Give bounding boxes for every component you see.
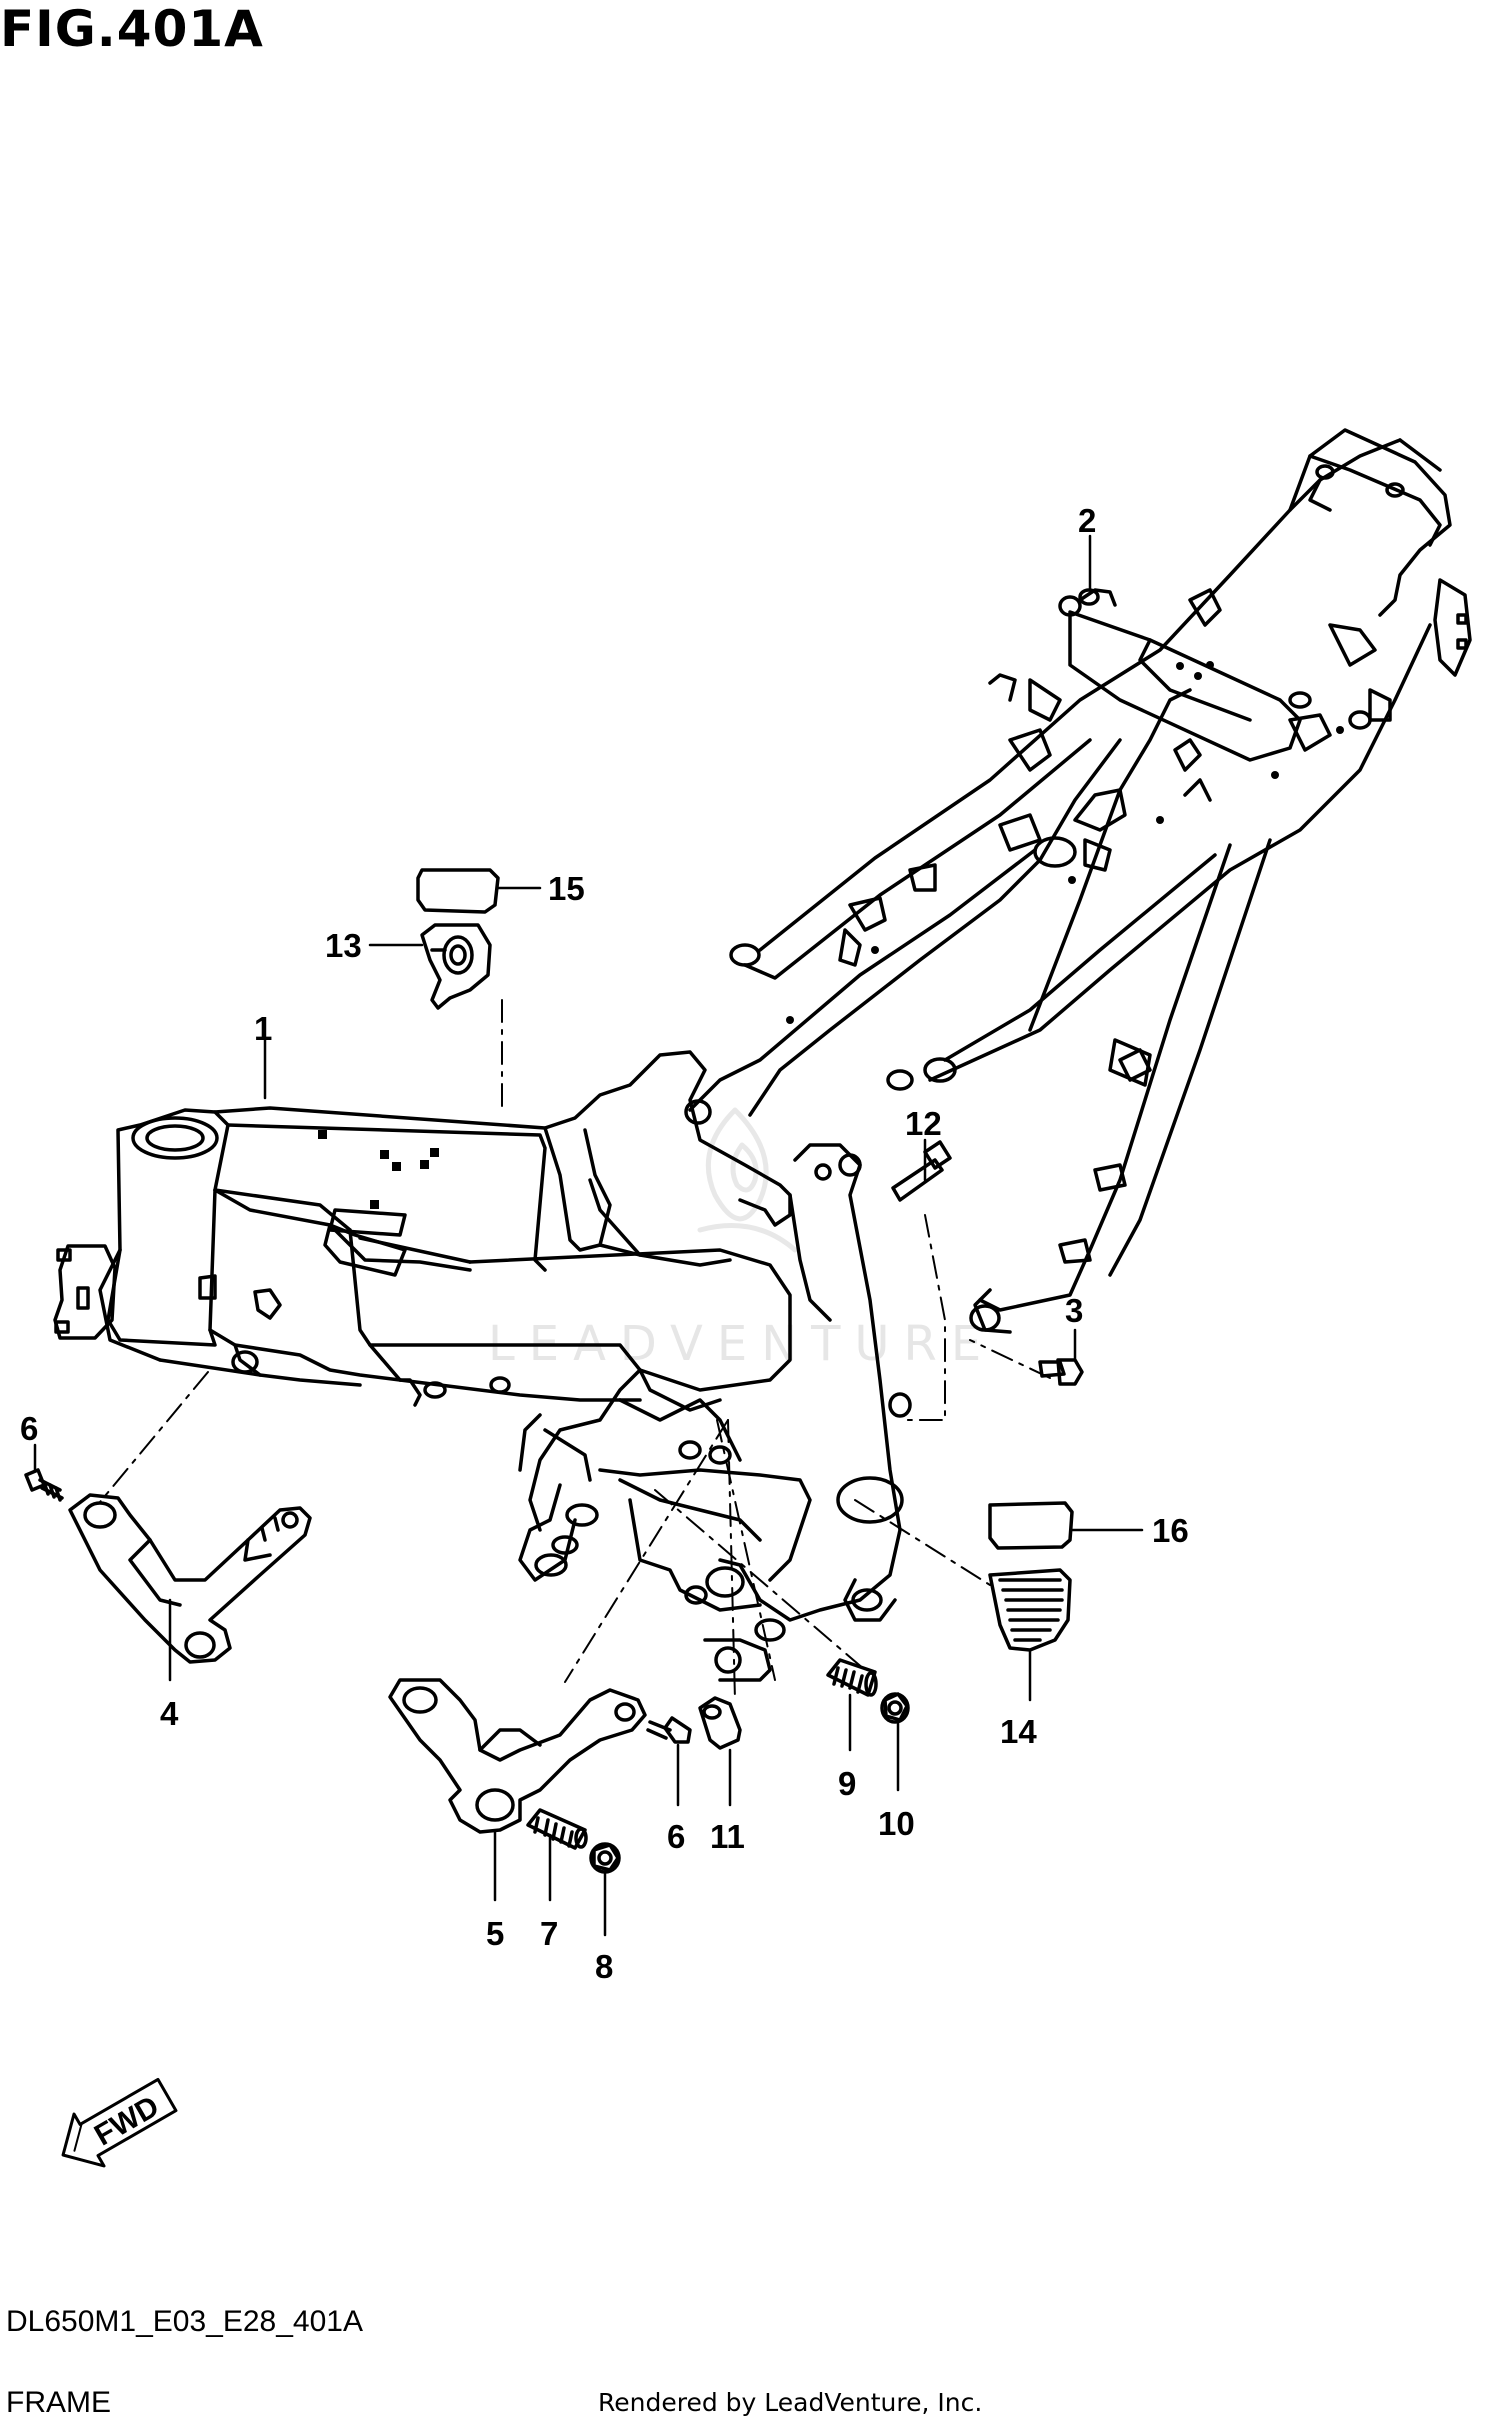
bolt-3 <box>1038 1358 1084 1386</box>
plate-13 <box>420 923 492 1010</box>
callout-2: 2 <box>1078 502 1096 539</box>
callout-1: 1 <box>254 1010 272 1047</box>
label-sticker-15 <box>416 868 500 914</box>
callout-12: 12 <box>905 1105 942 1142</box>
seat-rail-subframe <box>684 428 1472 1334</box>
callout-15: 15 <box>548 870 585 907</box>
bolt-12 <box>891 1140 952 1202</box>
main-frame <box>53 1050 792 1412</box>
damper-7 <box>526 1808 588 1850</box>
pad-14 <box>988 1568 1072 1652</box>
figure-title: FIG.401A <box>0 0 264 58</box>
watermark-flame-icon <box>697 1107 798 1253</box>
callout-6b: 6 <box>667 1818 685 1855</box>
callout-16: 16 <box>1152 1512 1189 1549</box>
bolt-6b <box>646 1716 692 1744</box>
callout-3: 3 <box>1065 1292 1083 1329</box>
leader-lines <box>33 534 1144 1937</box>
label-sticker-16 <box>988 1501 1074 1550</box>
callout-10: 10 <box>878 1805 915 1842</box>
footrest-bracket-5 <box>388 1678 647 1834</box>
callout-9: 9 <box>838 1765 856 1802</box>
callout-13: 13 <box>325 927 362 964</box>
callout-6a: 6 <box>20 1410 38 1447</box>
section-label: FRAME <box>6 2386 111 2419</box>
footrest-bracket-4 <box>68 1493 312 1664</box>
callout-4: 4 <box>160 1695 179 1732</box>
callout-8: 8 <box>595 1948 613 1985</box>
callout-14: 14 <box>1000 1713 1037 1750</box>
fwd-arrow-icon: FWD <box>61 2077 178 2168</box>
bolt-6a <box>24 1468 64 1502</box>
damper-9 <box>826 1658 878 1697</box>
reference-lines <box>99 999 1051 1701</box>
callout-11: 11 <box>710 1818 745 1855</box>
watermark: LEADVENTURE <box>488 1107 981 1372</box>
callout-7: 7 <box>540 1915 558 1952</box>
callout-5: 5 <box>486 1915 504 1952</box>
nut-8 <box>589 1842 621 1874</box>
render-credit: Rendered by LeadVenture, Inc. <box>598 2388 983 2417</box>
rear-frame-pivot <box>518 1143 912 1682</box>
collar-11 <box>698 1696 742 1750</box>
nut-10 <box>880 1692 910 1724</box>
drawing-code: DL650M1_E03_E28_401A <box>6 2305 363 2338</box>
